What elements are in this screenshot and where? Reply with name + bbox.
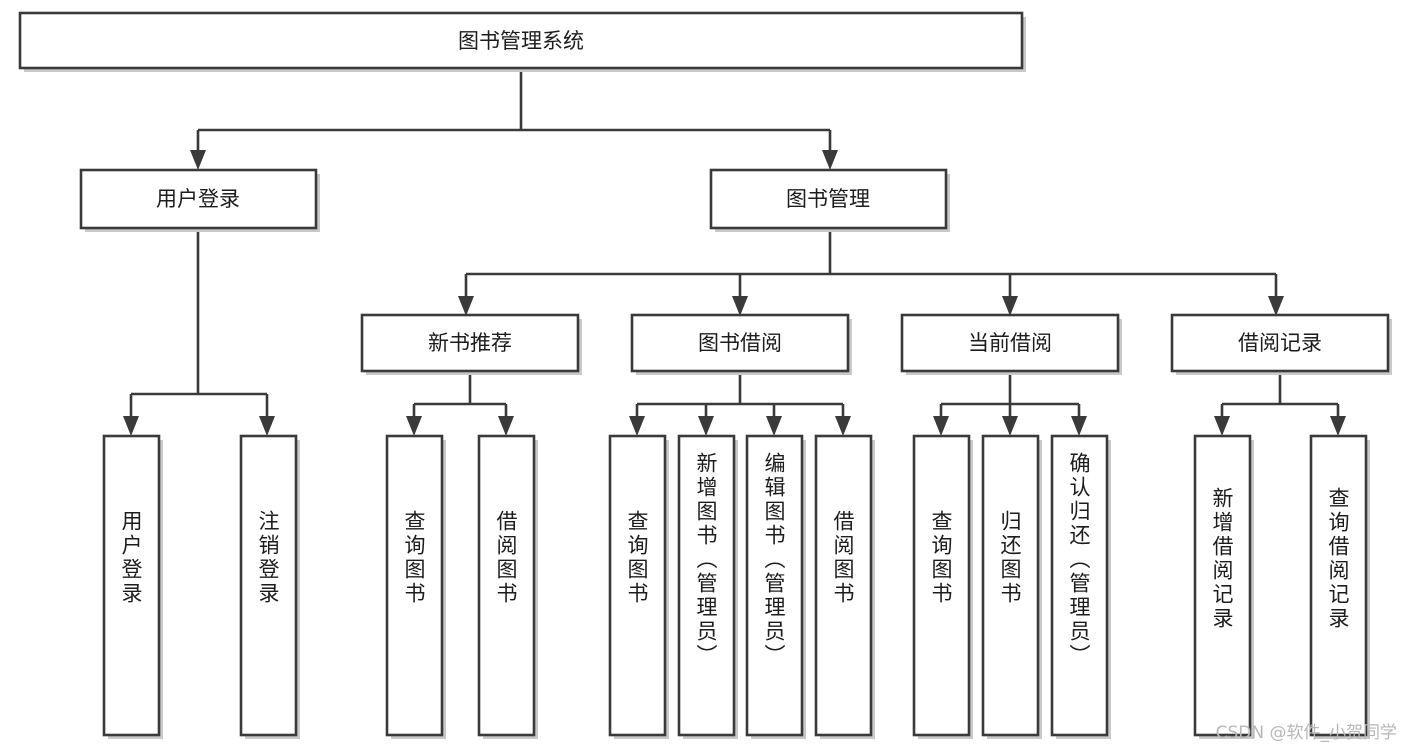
node-leaf-add-book-label: 新增图书（管理员） [694,452,718,668]
node-leaf-user-logout-box [239,434,298,737]
node-book-borrow-label: 图书借阅 [698,331,782,355]
node-leaf-borrow-book-1[interactable]: 借阅图书 [477,434,538,739]
arrow-head-book-management [822,150,838,170]
node-leaf-query-record-label: 查询借阅记录 [1326,487,1350,631]
arrow-head-book-borrow [732,296,748,316]
node-user-login[interactable]: 用户登录 [79,168,320,232]
node-leaf-return-book-label: 归还图书 [998,510,1022,606]
node-book-management[interactable]: 图书管理 [709,168,950,232]
node-root-label: 图书管理系统 [458,29,584,53]
node-book-management-box [709,168,948,230]
node-leaf-borrow-book-1-box [477,434,536,737]
arrow-head-borrow-record [1268,296,1284,316]
node-leaf-add-book-box [677,434,736,737]
arrow-head-leaf-query-record [1330,416,1346,436]
node-borrow-record[interactable]: 借阅记录 [1170,313,1392,375]
arrow-head-user-login [190,150,206,170]
arrow-head-new-book-recommend [458,296,474,316]
node-leaf-query-book-1[interactable]: 查询图书 [385,434,446,739]
node-leaf-add-book[interactable]: 新增图书（管理员） [677,434,738,739]
node-leaf-user-logout-label: 注销登录 [256,510,280,606]
node-new-book-recommend-box [360,313,580,373]
node-borrow-record-box [1170,313,1390,373]
arrow-head-leaf-borrow-book-2 [835,416,851,436]
node-leaf-user-login-box [102,434,161,737]
node-borrow-record-label: 借阅记录 [1238,331,1322,355]
node-current-borrow-label: 当前借阅 [968,331,1052,355]
node-leaf-query-book-3[interactable]: 查询图书 [912,434,973,739]
node-current-borrow-box [900,313,1120,373]
arrow-head-leaf-add-record [1214,416,1230,436]
node-user-login-box [79,168,318,230]
node-leaf-confirm-return-box [1050,434,1109,737]
node-leaf-borrow-book-2-box [814,434,873,737]
connector-layer [123,68,1346,436]
arrow-head-leaf-user-login [123,416,139,436]
arrow-head-leaf-query-book-2 [629,416,645,436]
arrow-head-leaf-return-book [1002,416,1018,436]
arrow-head-leaf-query-book-3 [933,416,949,436]
node-leaf-query-record[interactable]: 查询借阅记录 [1309,434,1370,739]
node-new-book-recommend[interactable]: 新书推荐 [360,313,582,375]
node-leaf-borrow-book-2-label: 借阅图书 [831,510,855,606]
node-leaf-query-book-2-label: 查询图书 [625,510,649,606]
node-leaf-query-book-2[interactable]: 查询图书 [608,434,669,739]
node-root[interactable]: 图书管理系统 [18,11,1026,72]
node-leaf-add-record-box [1193,434,1252,737]
node-leaf-query-book-3-box [912,434,971,737]
arrow-head-leaf-borrow-book-1 [498,416,514,436]
node-leaf-edit-book-box [745,434,804,737]
node-leaf-return-book-box [981,434,1040,737]
node-leaf-return-book[interactable]: 归还图书 [981,434,1042,739]
node-book-borrow[interactable]: 图书借阅 [630,313,852,375]
node-leaf-user-logout[interactable]: 注销登录 [239,434,300,739]
arrow-head-current-borrow [1002,296,1018,316]
node-leaf-confirm-return[interactable]: 确认归还（管理员） [1050,434,1111,739]
node-leaf-borrow-book-2[interactable]: 借阅图书 [814,434,875,739]
arrow-head-leaf-user-logout [259,416,275,436]
node-user-login-label: 用户登录 [156,187,240,211]
node-root-box [18,11,1024,70]
node-leaf-query-book-1-box [385,434,444,737]
node-leaf-query-book-2-box [608,434,667,737]
node-leaf-add-record-label: 新增借阅记录 [1210,487,1234,631]
node-leaf-query-book-1-label: 查询图书 [402,510,426,606]
node-leaf-edit-book-label: 编辑图书（管理员） [762,452,786,668]
arrow-head-leaf-add-book [698,416,714,436]
node-leaf-edit-book[interactable]: 编辑图书（管理员） [745,434,806,739]
node-leaf-add-record[interactable]: 新增借阅记录 [1193,434,1254,739]
node-current-borrow[interactable]: 当前借阅 [900,313,1122,375]
node-leaf-confirm-return-label: 确认归还（管理员） [1067,452,1091,668]
node-leaf-borrow-book-1-label: 借阅图书 [494,510,518,606]
arrow-head-leaf-query-book-1 [406,416,422,436]
node-leaf-user-login-label: 用户登录 [119,510,143,606]
node-book-borrow-box [630,313,850,373]
node-book-management-label: 图书管理 [786,187,870,211]
arrow-head-leaf-confirm-return [1071,416,1087,436]
node-leaf-user-login[interactable]: 用户登录 [102,434,163,739]
node-leaf-query-record-box [1309,434,1368,737]
arrow-head-leaf-edit-book [766,416,782,436]
node-new-book-recommend-label: 新书推荐 [428,331,512,355]
node-leaf-query-book-3-label: 查询图书 [929,510,953,606]
